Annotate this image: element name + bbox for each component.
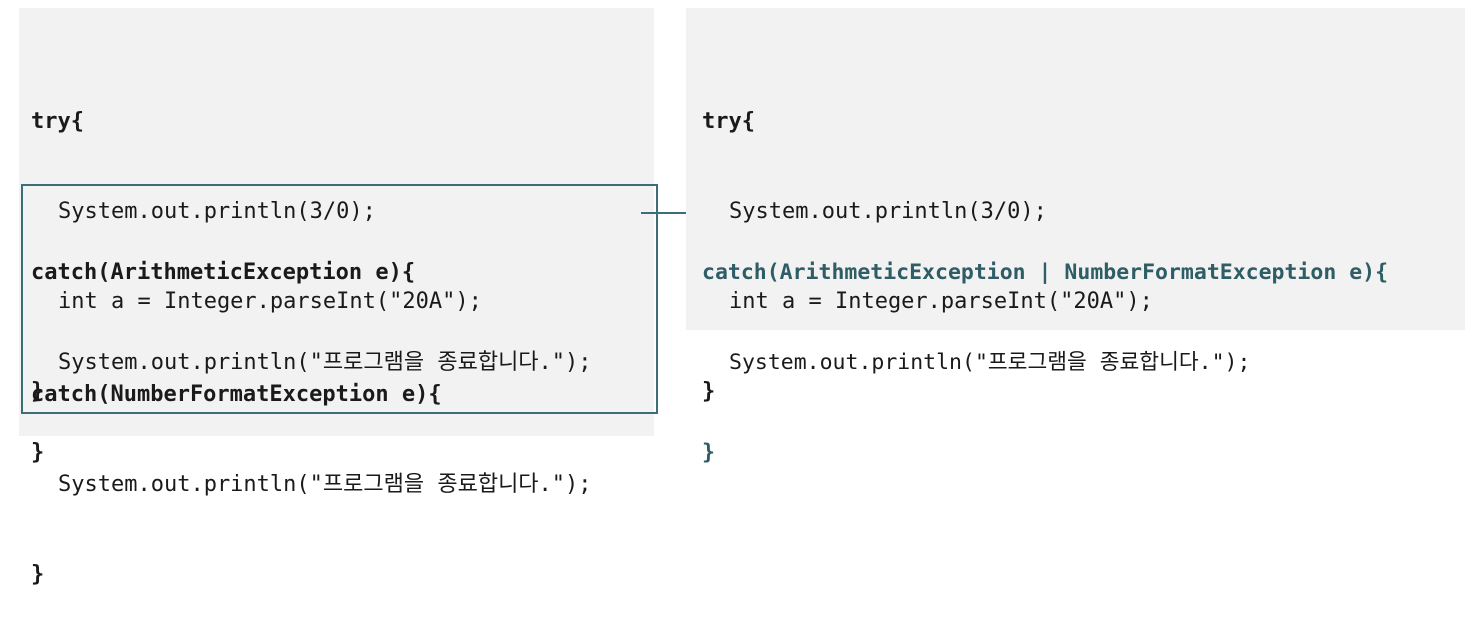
try-open-line: try{ bbox=[31, 109, 84, 134]
try-close-line: } bbox=[31, 379, 45, 404]
catch-numberformat-open-line: catch(NumberFormatException e){ bbox=[31, 382, 442, 407]
try-println-line: System.out.println(3/0); bbox=[729, 199, 1047, 224]
multicatch-body-line: System.out.println("프로그램을 종료합니다."); bbox=[729, 350, 1251, 375]
try-open-line: try{ bbox=[702, 109, 755, 134]
try-parseint-line: int a = Integer.parseInt("20A"); bbox=[58, 289, 482, 314]
catch-numberformat-body-line: System.out.println("프로그램을 종료합니다."); bbox=[58, 472, 592, 497]
catch-arithmetic-open-line: catch(ArithmeticException e){ bbox=[31, 260, 416, 285]
right-multicatch-block: catch(ArithmeticException | NumberFormat… bbox=[702, 198, 1388, 498]
right-code-panel bbox=[686, 8, 1465, 330]
catch-numberformat-close-line: } bbox=[31, 562, 45, 587]
multicatch-open-line: catch(ArithmeticException | NumberFormat… bbox=[702, 260, 1389, 285]
right-try-block: try{ System.out.println(3/0); int a = In… bbox=[702, 47, 1153, 437]
catch-arithmetic-body-line: System.out.println("프로그램을 종료합니다."); bbox=[58, 350, 592, 375]
left-catch-arithmetic-block: catch(ArithmeticException e){ System.out… bbox=[31, 198, 592, 498]
left-code-panel bbox=[19, 8, 654, 436]
try-println-line: System.out.println(3/0); bbox=[58, 199, 376, 224]
multicatch-close-line: } bbox=[702, 440, 715, 465]
try-close-line: } bbox=[702, 379, 716, 404]
try-parseint-line: int a = Integer.parseInt("20A"); bbox=[729, 289, 1153, 314]
left-try-block: try{ System.out.println(3/0); int a = In… bbox=[31, 47, 482, 437]
catch-blocks-highlight-box bbox=[21, 184, 658, 414]
